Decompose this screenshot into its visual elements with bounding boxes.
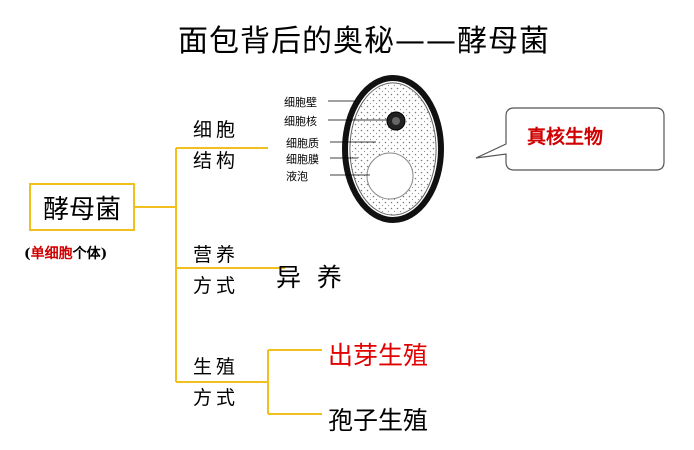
root-note: (单细胞个体) (24, 246, 108, 262)
yeast-cell-diagram (328, 75, 444, 223)
vacuole-shape (366, 152, 414, 200)
root-node: 酵母菌 (29, 183, 135, 231)
leaf-spore: 孢子生殖 (328, 406, 429, 435)
label-cytoplasm: 细胞质 (286, 137, 319, 150)
cell-wall-shape (342, 75, 444, 223)
callout-text: 真核生物 (527, 126, 604, 148)
branch-reproduction-label: 生殖 方式 (193, 356, 240, 409)
branch-structure-label: 细胞 结构 (193, 119, 240, 172)
root-label: 酵母菌 (42, 194, 121, 225)
label-cell-membrane: 细胞膜 (286, 153, 319, 166)
nutrition-value: 异 养 (276, 263, 342, 292)
branch-nutrition-label: 营养 方式 (193, 244, 240, 297)
leaf-budding: 出芽生殖 (328, 341, 429, 370)
label-nucleus: 细胞核 (284, 115, 317, 128)
page-title: 面包背后的奥秘——酵母菌 (178, 24, 550, 59)
label-vacuole: 液泡 (286, 170, 308, 183)
root-note-highlight: 单细胞 (30, 246, 73, 262)
callout-bubble (475, 107, 665, 171)
label-cell-wall: 细胞壁 (284, 96, 317, 109)
